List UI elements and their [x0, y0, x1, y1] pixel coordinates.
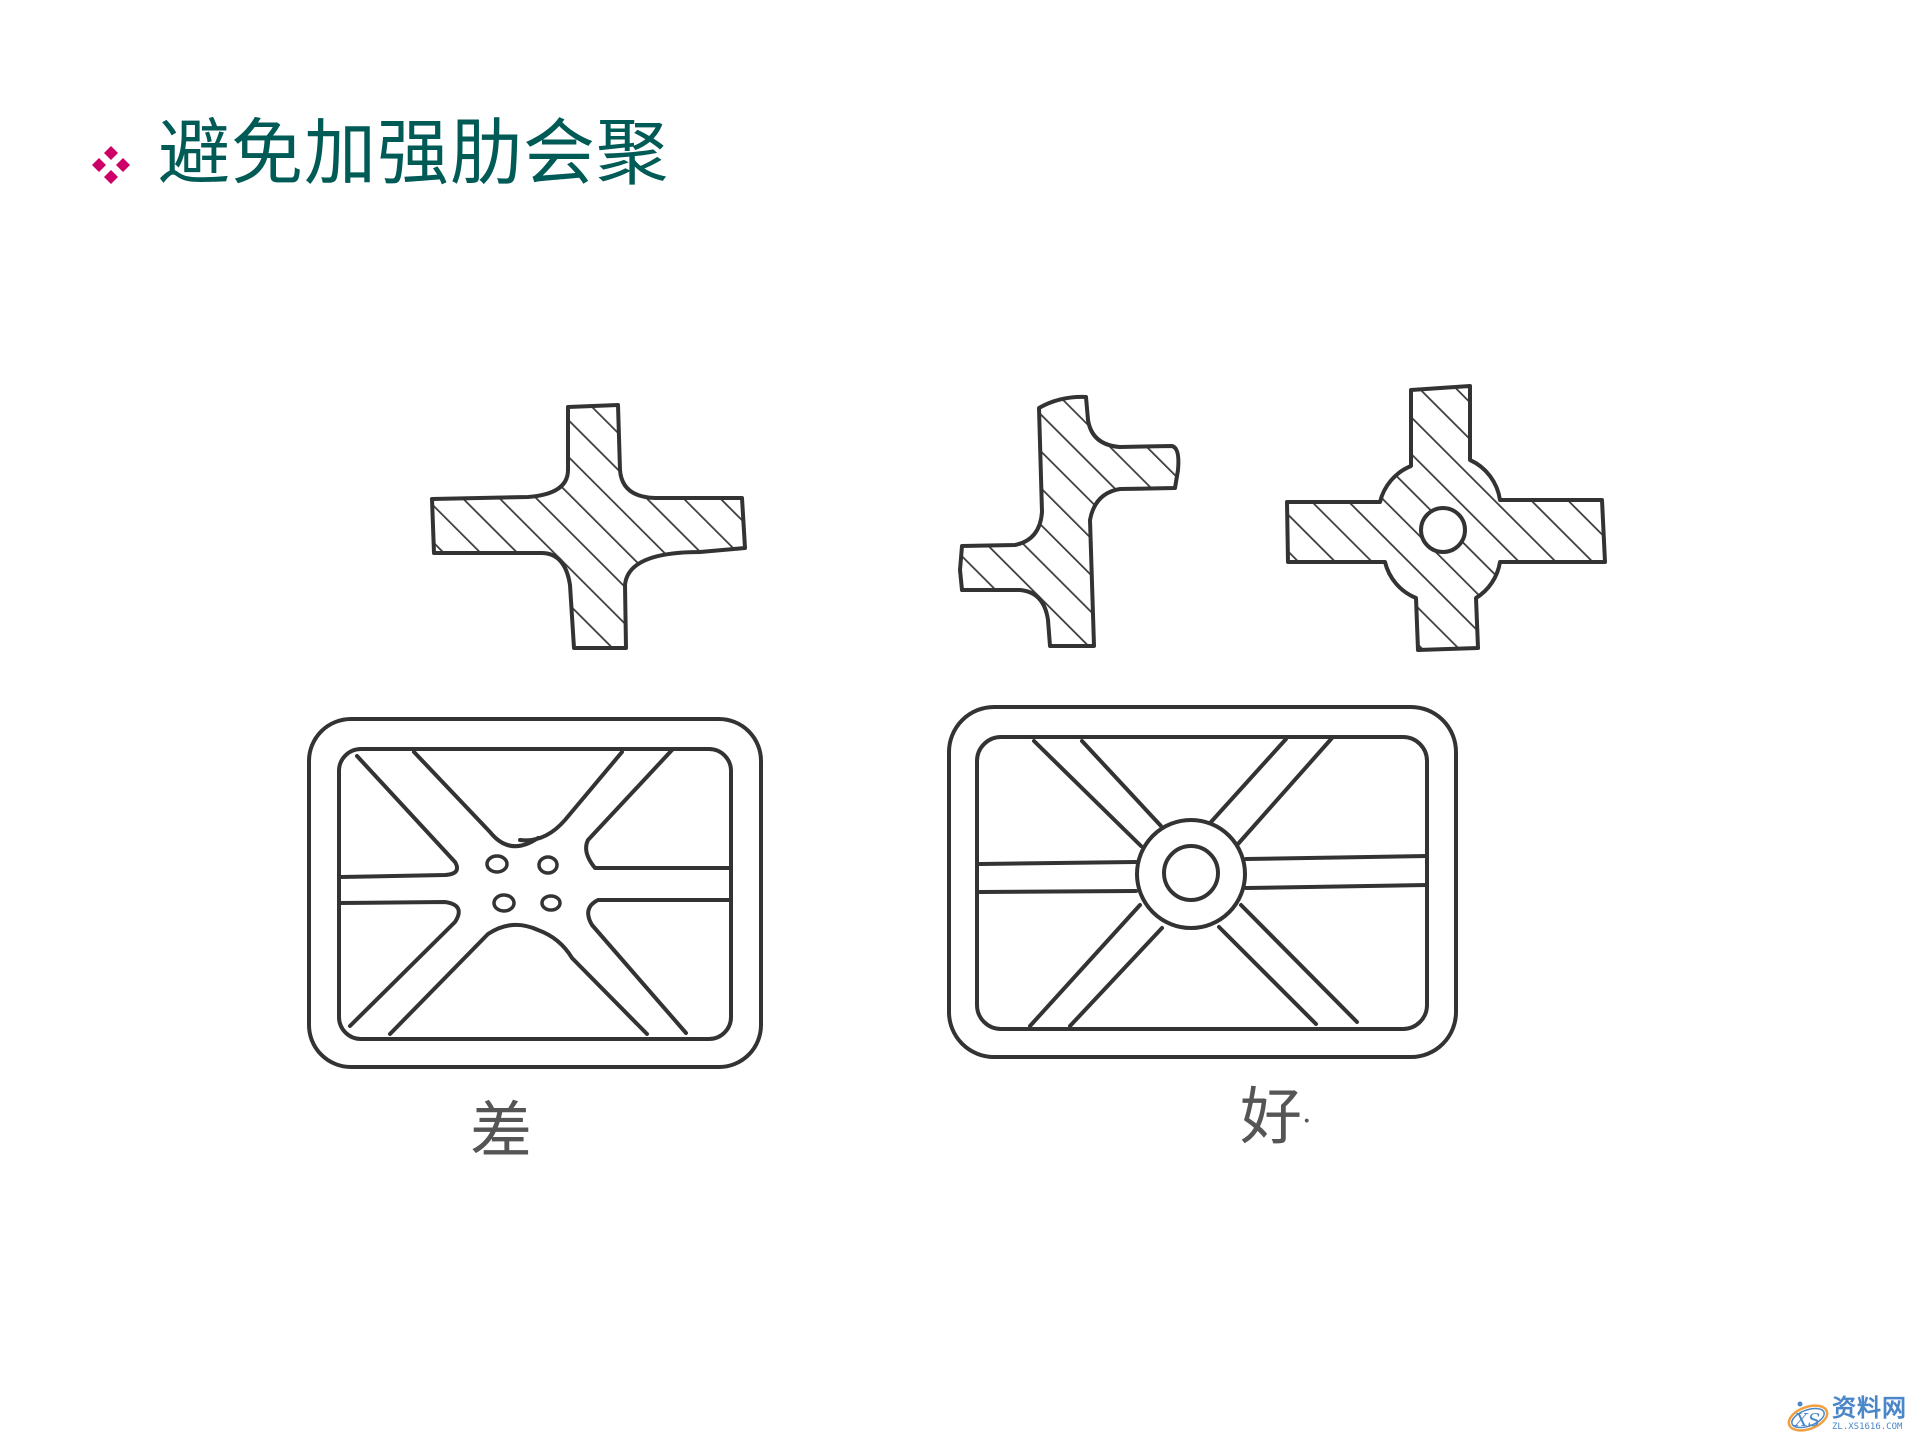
- label-good: 好·: [1240, 1082, 1312, 1157]
- cross-joint-converging: [430, 403, 747, 650]
- watermark-url: ZL.XS1616.COM: [1832, 1422, 1903, 1432]
- label-good-text: 好: [1240, 1080, 1303, 1153]
- frame-ribs-ring-boss: [947, 705, 1458, 1059]
- label-bad: 差: [470, 1094, 533, 1167]
- converging-node-holes: [485, 854, 562, 913]
- cross-joint-staggered: [958, 394, 1181, 648]
- frame-ribs-converging: [307, 717, 763, 1069]
- diamond-bullet-icon: [92, 146, 130, 184]
- cross-joint-with-cored-boss: [1285, 384, 1607, 652]
- cored-hole: [1419, 506, 1467, 554]
- svg-text:XS: XS: [1793, 1410, 1820, 1431]
- watermark-name: 资料网: [1832, 1394, 1907, 1422]
- label-good-dot: ·: [1302, 1103, 1312, 1139]
- slide-title: 避免加强肋会聚: [158, 111, 670, 195]
- watermark: XS 资料网 ZL.XS1616.COM: [1786, 1394, 1916, 1438]
- xs-logo-icon: XS: [1787, 1401, 1829, 1432]
